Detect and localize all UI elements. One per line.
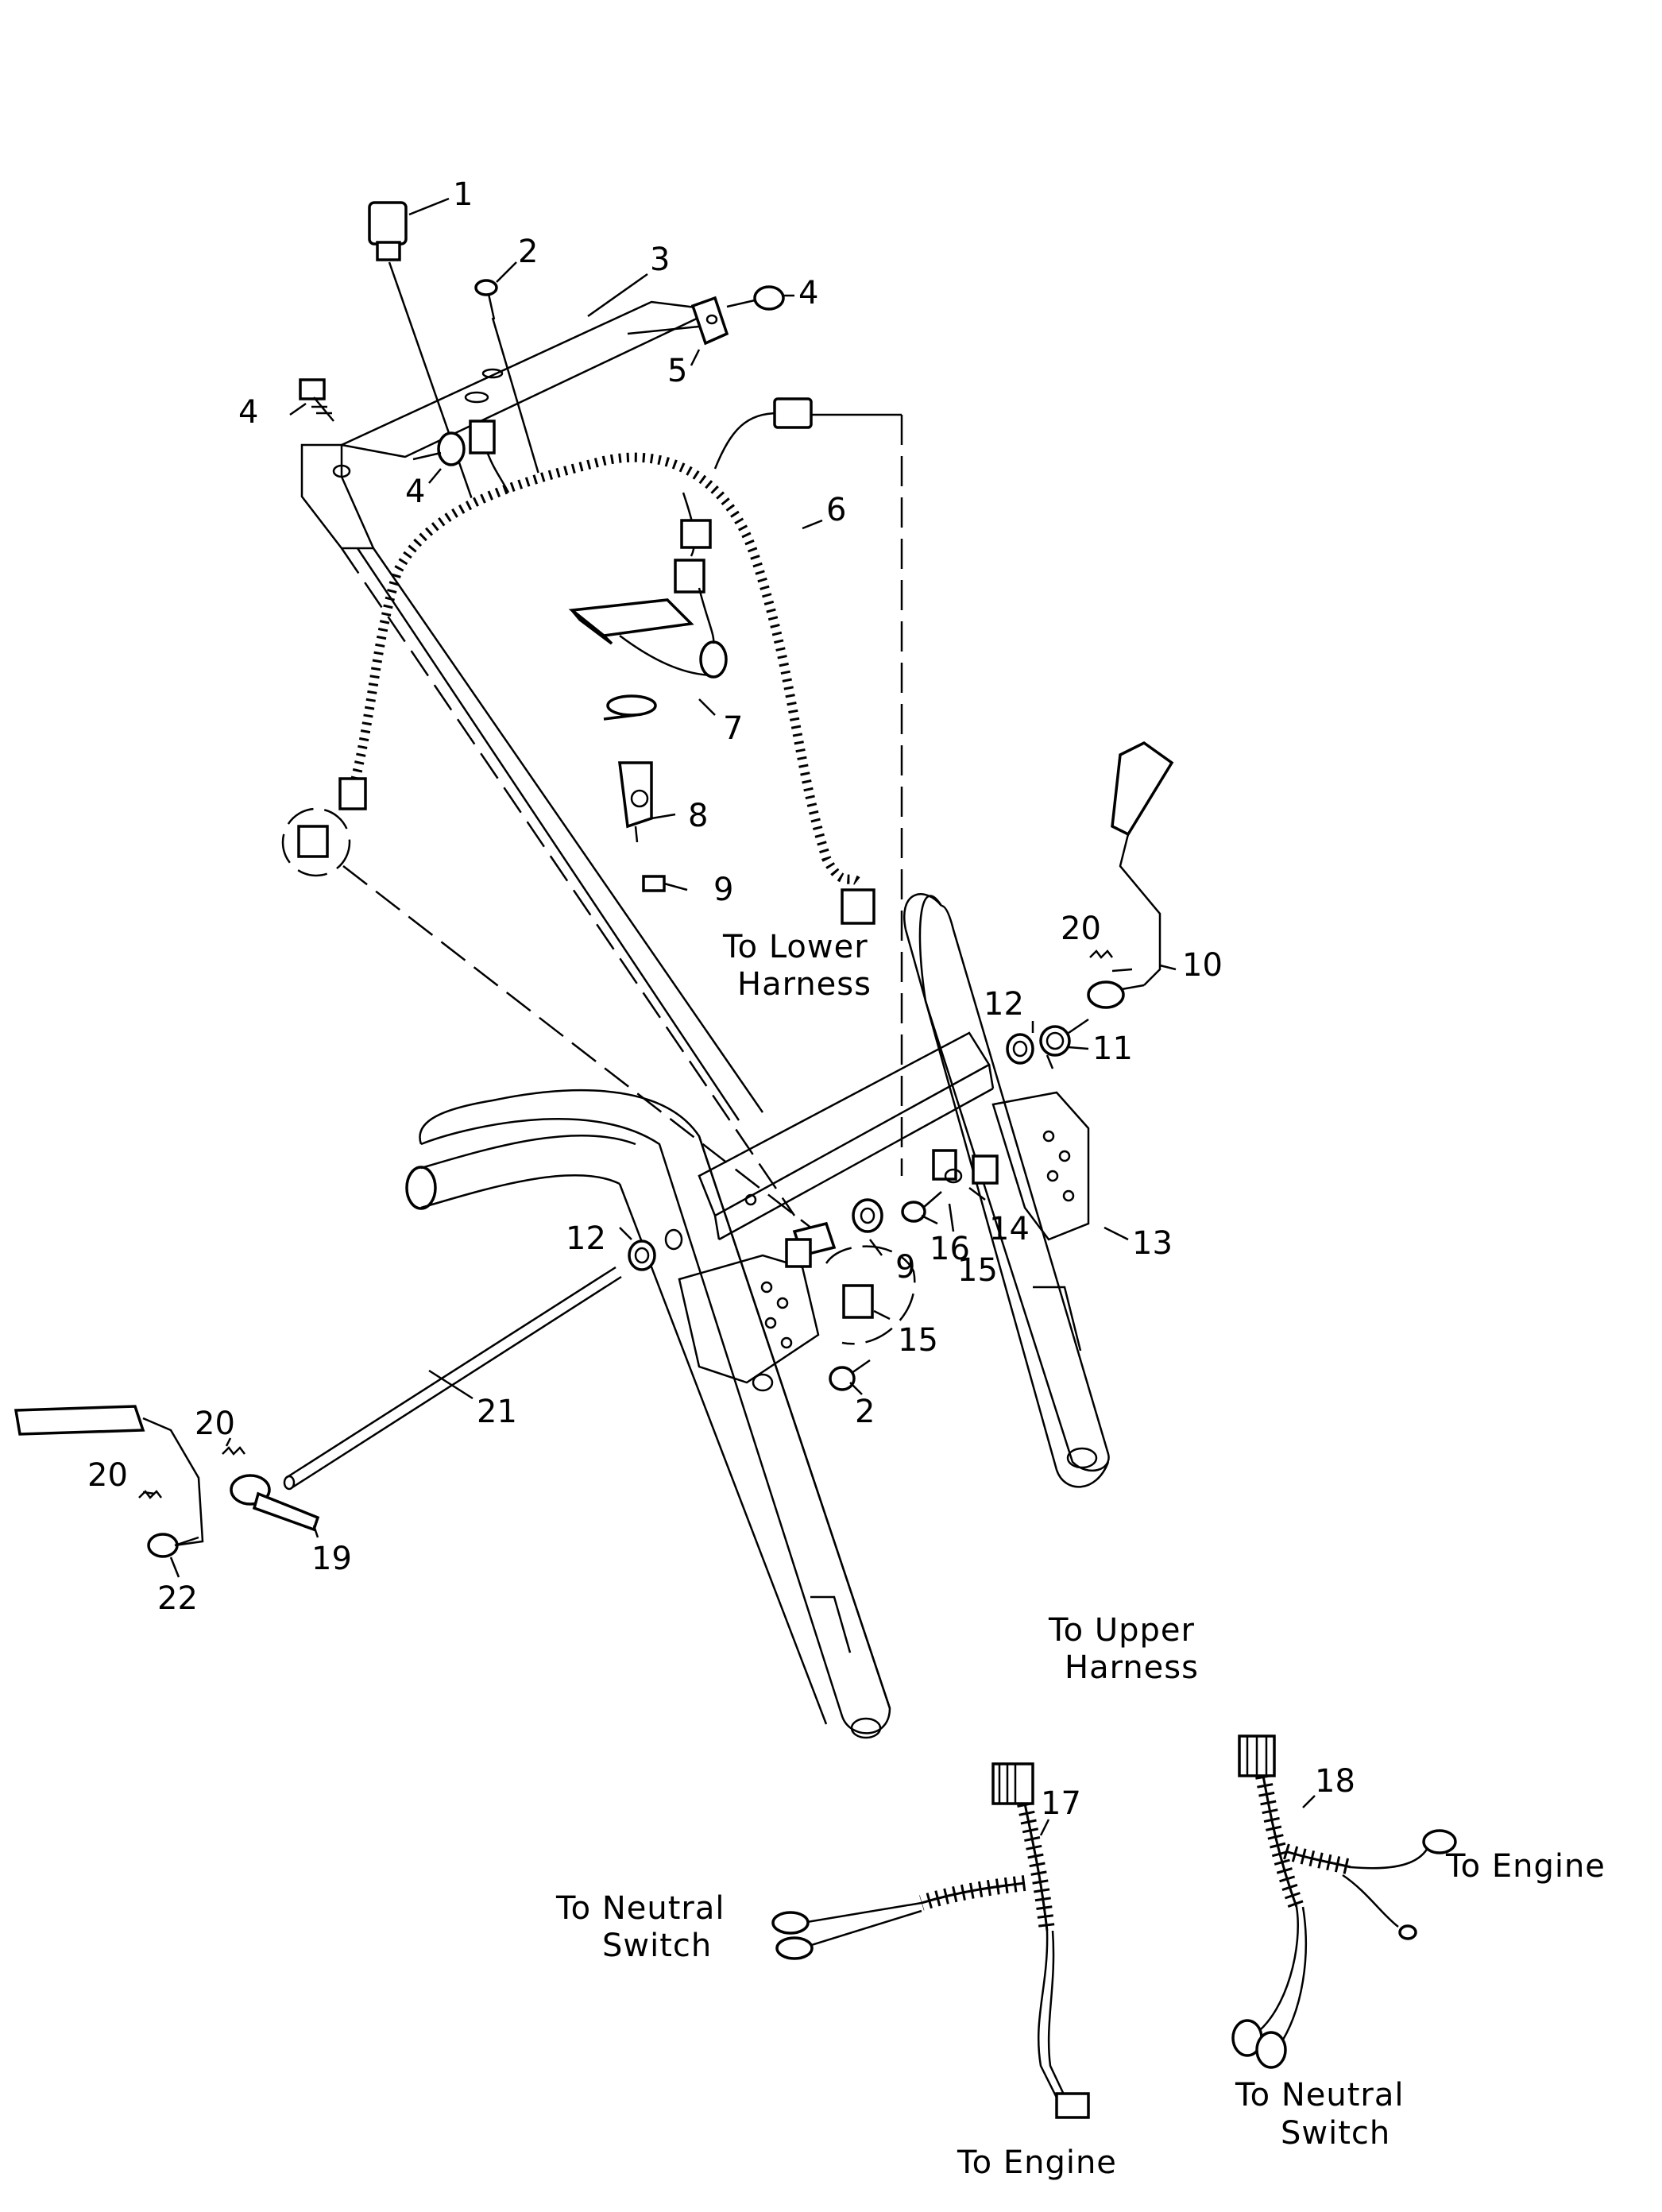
- part-4-bolt-right: [726, 285, 785, 311]
- caption-17-to-engine: To Engine: [957, 2144, 1117, 2181]
- callout-17: 17: [1041, 1785, 1081, 1822]
- callout-21: 21: [477, 1394, 517, 1430]
- callout-20-right: 20: [1061, 911, 1101, 947]
- callout-11: 11: [1092, 1031, 1133, 1067]
- callout-2-top: 2: [518, 234, 538, 270]
- caption-18-to-neutral-line1: To Neutral: [1235, 2077, 1404, 2113]
- part-10-lever: [1087, 741, 1174, 1009]
- callout-18: 18: [1315, 1763, 1355, 1800]
- part-11-spring: [1039, 1018, 1089, 1069]
- caption-to-lower-harness-line1: To Lower: [722, 929, 868, 965]
- part-4-bolt-middle: [412, 431, 466, 466]
- part-2-screw-lower: [829, 1359, 871, 1391]
- detail-circle-left: [281, 807, 827, 1240]
- callout-4-right: 4: [798, 275, 818, 311]
- callout-15-lower: 15: [898, 1322, 938, 1359]
- callout-20-middle: 20: [195, 1406, 235, 1442]
- part-18-harness: [1231, 1734, 1457, 2069]
- callout-13: 13: [1132, 1225, 1173, 1262]
- callout-1: 1: [453, 176, 473, 213]
- callout-7: 7: [723, 710, 743, 747]
- part-22-lever: [14, 1405, 204, 1558]
- callout-12-right: 12: [984, 986, 1024, 1023]
- callout-20-left: 20: [87, 1457, 128, 1494]
- part-13-upper-handle: [405, 893, 1110, 1739]
- callout-5: 5: [667, 353, 687, 389]
- callout-8: 8: [688, 798, 708, 834]
- caption-18-to-neutral-line2: Switch: [1281, 2115, 1390, 2152]
- part-6-wire-harness: [338, 397, 875, 925]
- callout-19: 19: [311, 1541, 352, 1577]
- callout-9-top: 9: [713, 872, 733, 908]
- part-14-bracket: [972, 1154, 999, 1185]
- callout-14: 14: [989, 1211, 1030, 1247]
- part-20-pin-right: [1089, 949, 1113, 959]
- callout-22: 22: [157, 1580, 198, 1617]
- callout-9-lower: 9: [895, 1249, 915, 1286]
- callout-3: 3: [650, 242, 670, 278]
- caption-18-to-engine: To Engine: [1445, 1848, 1606, 1885]
- leader-lines: [340, 413, 903, 1216]
- part-20-pin-left: [138, 1490, 162, 1499]
- part-9-nut-lower: [852, 1198, 883, 1233]
- captions: To Lower Harness To Upper Harness To Neu…: [555, 929, 1606, 2181]
- callout-10: 10: [1182, 947, 1223, 984]
- part-7-switch: [568, 587, 728, 679]
- part-20-pin-middle: [222, 1446, 245, 1456]
- callout-numbers: 1 2 3 4 5 4 4 6 7 8 9 20 10 12 11 12 16 …: [87, 176, 1355, 1822]
- callout-6: 6: [826, 492, 846, 528]
- part-8-lever: [603, 694, 657, 843]
- callout-15-right: 15: [957, 1252, 998, 1289]
- part-17-harness: [771, 1762, 1090, 2119]
- caption-to-upper-harness-line2: Harness: [1065, 1649, 1199, 1686]
- part-5-clip: [690, 296, 729, 346]
- part-19-clamp: [230, 1474, 320, 1532]
- callout-leaders: [142, 197, 1316, 1836]
- part-16-screw: [901, 1191, 942, 1223]
- callout-2-lower: 2: [855, 1394, 875, 1430]
- caption-to-lower-harness-line2: Harness: [737, 966, 872, 1003]
- detail-circle-lower: [785, 1221, 916, 1345]
- part-4-bolt-left: [299, 378, 334, 422]
- callout-16: 16: [930, 1231, 970, 1267]
- callout-4-middle: 4: [405, 474, 425, 510]
- caption-17-to-neutral-line2: Switch: [602, 1928, 712, 1964]
- part-12-nut-right: [1006, 1033, 1034, 1065]
- part-12-nut-left: [628, 1228, 683, 1271]
- part-21-rod: [283, 1266, 622, 1491]
- callout-12-left: 12: [566, 1220, 606, 1257]
- caption-17-to-neutral-line1: To Neutral: [555, 1890, 725, 1927]
- part-15-clip-right: [932, 1149, 963, 1184]
- part-9-clip-top: [642, 875, 666, 892]
- callout-4-left: 4: [238, 394, 258, 431]
- caption-to-upper-harness-line1: To Upper: [1048, 1612, 1195, 1649]
